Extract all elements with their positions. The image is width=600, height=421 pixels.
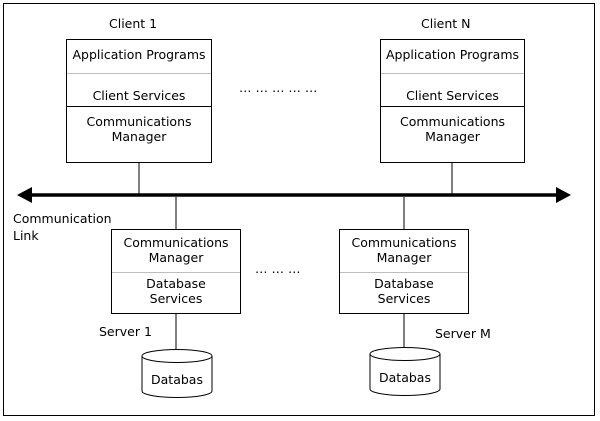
client-n-divider-2: [381, 106, 524, 107]
server-1-comm-line1: Communications: [123, 235, 229, 250]
communication-link-label-line2: Link: [13, 228, 39, 243]
server-m-title: Server M: [435, 326, 491, 341]
server-1-title: Server 1: [99, 324, 152, 339]
server-1-divider: [112, 272, 240, 273]
server-m-divider: [340, 272, 468, 273]
communication-link-label-line1: Communication: [13, 211, 112, 226]
server-m-box: Communications Manager Database Services: [339, 229, 469, 314]
server-m-comm-line1: Communications: [351, 235, 457, 250]
server-m-db-line2: Services: [377, 291, 431, 306]
client-1-client-services: Client Services: [92, 88, 186, 103]
client-1-box: Application Programs Client Services Com…: [66, 39, 212, 163]
client-n-comm-line2: Manager: [425, 129, 480, 144]
client-n-box: Application Programs Client Services Com…: [380, 39, 525, 163]
client-1-divider-2: [67, 106, 211, 107]
server-1-db-line2: Services: [149, 291, 203, 306]
client-1-application-programs: Application Programs: [72, 47, 206, 62]
client-1-title: Client 1: [109, 16, 158, 31]
database-1-cylinder: [141, 349, 213, 398]
client-n-divider-1: [381, 73, 524, 74]
client-1-divider-1: [67, 73, 211, 74]
client-1-comm-line1: Communications: [86, 114, 192, 129]
server-1-comm-line2: Manager: [148, 250, 204, 265]
database-1-label: Databas: [151, 372, 203, 387]
communication-link-arrow: [17, 187, 571, 203]
server-1-db-line1: Database: [146, 276, 206, 291]
client-1-comm-line2: Manager: [111, 129, 167, 144]
client-n-client-services: Client Services: [406, 88, 499, 103]
client-n-application-programs: Application Programs: [385, 47, 520, 62]
server-1-box: Communications Manager Database Services: [111, 229, 241, 314]
server-ellipsis: … … …: [255, 261, 301, 276]
client-n-title: Client N: [421, 16, 471, 31]
server-m-db-line1: Database: [374, 276, 434, 291]
server-m-comm-line2: Manager: [376, 250, 432, 265]
database-m-cylinder: [369, 347, 441, 396]
client-n-comm-line1: Communications: [399, 114, 506, 129]
outer-frame: [3, 3, 595, 416]
database-m-label: Databas: [379, 370, 431, 385]
client-ellipsis: … … … … …: [239, 80, 318, 95]
